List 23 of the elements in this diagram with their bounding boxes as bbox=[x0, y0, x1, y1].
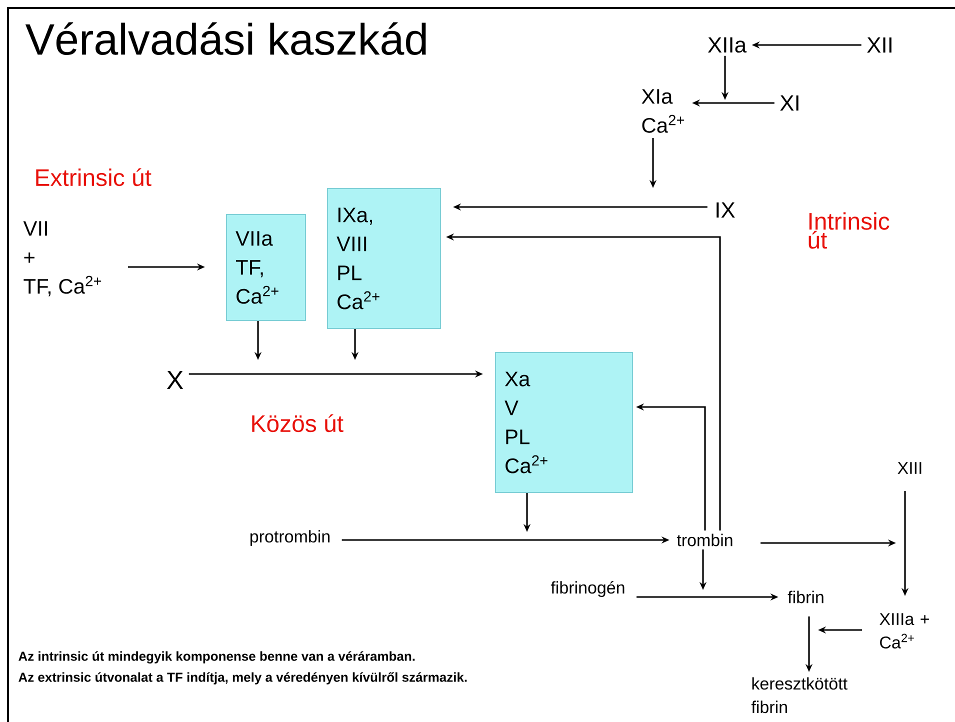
factor-label: IX bbox=[716, 202, 735, 218]
complex-box: IXa, VIII PL Ca$^{2+}$ bbox=[327, 188, 441, 329]
complex-box: Xa V PL Ca$^{2+}$ bbox=[495, 352, 633, 493]
title: Véralvadási kaszkád bbox=[25, 22, 426, 56]
complex-box: VIIa TF, Ca$^{2+}$ bbox=[226, 214, 306, 321]
factor-label: XIIIa + Ca$^{2+}$ bbox=[880, 613, 929, 649]
pathway-label: Intrinsic út bbox=[808, 212, 890, 249]
factor-label: XIIa bbox=[708, 37, 747, 53]
pathway-label: Extrinsic út bbox=[36, 168, 152, 186]
pathway-label: Közös út bbox=[252, 414, 344, 432]
note-text: Az extrinsic útvonalat a TF indítja, mely a véredényen kívülről származik. bbox=[18, 672, 467, 684]
factor-label: XII bbox=[867, 37, 892, 53]
factor-label: trombin bbox=[676, 534, 732, 546]
factor-label: VII + TF, Ca$^{2+}$ bbox=[23, 221, 102, 296]
factor-label: X bbox=[166, 371, 184, 389]
factor-label: protrombin bbox=[250, 530, 330, 546]
factor-label: XIa Ca$^{2+}$ bbox=[642, 89, 684, 133]
factor-label: fibrinogén bbox=[550, 580, 624, 598]
factor-label: XIII bbox=[898, 462, 922, 474]
factor-label: keresztkötött fibrin bbox=[751, 677, 848, 714]
note-text: Az intrinsic út mindegyik komponense benne van a véráramban. bbox=[18, 651, 415, 664]
factor-label: XI bbox=[780, 95, 798, 111]
factor-label: fibrin bbox=[788, 590, 824, 604]
